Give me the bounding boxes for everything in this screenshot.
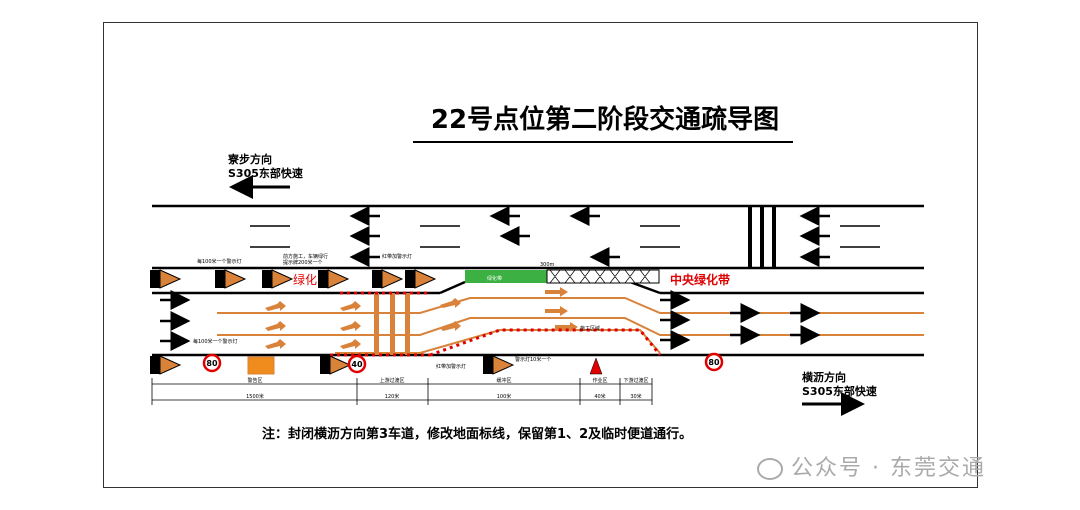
speed-limit-sign: 80	[704, 352, 724, 372]
watermark: 公众号 · 东莞交通	[757, 450, 986, 482]
svg-text:40: 40	[351, 360, 363, 369]
annotation-lamp-bottom: 每100米一个警示灯	[193, 338, 238, 345]
green-belt-label: 绿化带	[487, 275, 502, 282]
lower-traffic-arrows	[160, 290, 821, 351]
annotation-notice: 前方施工，车辆绿行	[283, 253, 328, 260]
dimension-lines	[151, 378, 653, 405]
direction-right-name: 横沥方向	[802, 370, 846, 384]
median-length: 300m	[540, 262, 555, 268]
center-median-label: 中央绿化带	[670, 272, 730, 287]
annotation-red-band-bottom: 红带加警示灯	[436, 363, 466, 370]
notice-board	[247, 356, 275, 375]
green-small-label: 绿化	[293, 272, 317, 287]
footnote: 注：封闭横沥方向第3车道，修改地面标线，保留第1、2及临时便道通行。	[262, 426, 692, 442]
traffic-cone-icon	[589, 357, 603, 375]
wechat-icon	[757, 458, 783, 480]
distance-warning: 1500米	[246, 393, 264, 400]
distance-downstream: 30米	[630, 393, 641, 400]
zone-downstream-transition: 下游过渡区	[623, 377, 648, 384]
direction-left-road: S305东部快速	[228, 166, 303, 180]
svg-text:80: 80	[206, 359, 218, 368]
direction-right-road: S305东部快速	[802, 384, 877, 398]
green-belt	[465, 270, 547, 283]
annotation-notice2: 提示牌200米一个	[283, 259, 323, 266]
distance-buffer: 100米	[497, 393, 512, 400]
red-warning-lamps	[330, 291, 662, 357]
work-hatched-area	[546, 269, 660, 284]
arrow-board-signs	[150, 269, 515, 375]
upper-traffic-arrows	[349, 206, 830, 267]
zone-buffer: 缓冲区	[496, 377, 511, 384]
annotation-lamp-top: 每100米一个警示灯	[197, 258, 242, 265]
distance-work: 40米	[594, 393, 605, 400]
diverted-flow-arrows	[265, 287, 578, 349]
annotation-work-sign: 施工区域	[580, 325, 600, 332]
zone-warning: 警告区	[247, 377, 262, 384]
watermark-text: 公众号 · 东莞交通	[791, 456, 986, 481]
road-edges	[152, 204, 924, 357]
direction-left-name: 寮步方向	[227, 152, 272, 166]
distance-upstream: 120米	[385, 393, 400, 400]
annotation-red-band-top: 红带加警示灯	[382, 253, 412, 260]
zone-work: 作业区	[592, 377, 607, 384]
drawing-frame	[103, 22, 978, 488]
annotation-lamp-mid: 警示灯10米一个	[515, 356, 551, 363]
closure-bars	[374, 293, 410, 355]
hatch-lines	[549, 269, 651, 284]
upper-lane-markings	[250, 225, 880, 248]
diagram-title: 22号点位第二阶段交通疏导图	[431, 104, 779, 135]
speed-limit-sign: 80	[202, 353, 222, 373]
svg-text:80: 80	[708, 358, 720, 367]
crosswalk	[748, 206, 776, 268]
speed-limit-sign: 40	[347, 354, 367, 374]
zone-upstream-transition: 上游过渡区	[379, 377, 404, 384]
